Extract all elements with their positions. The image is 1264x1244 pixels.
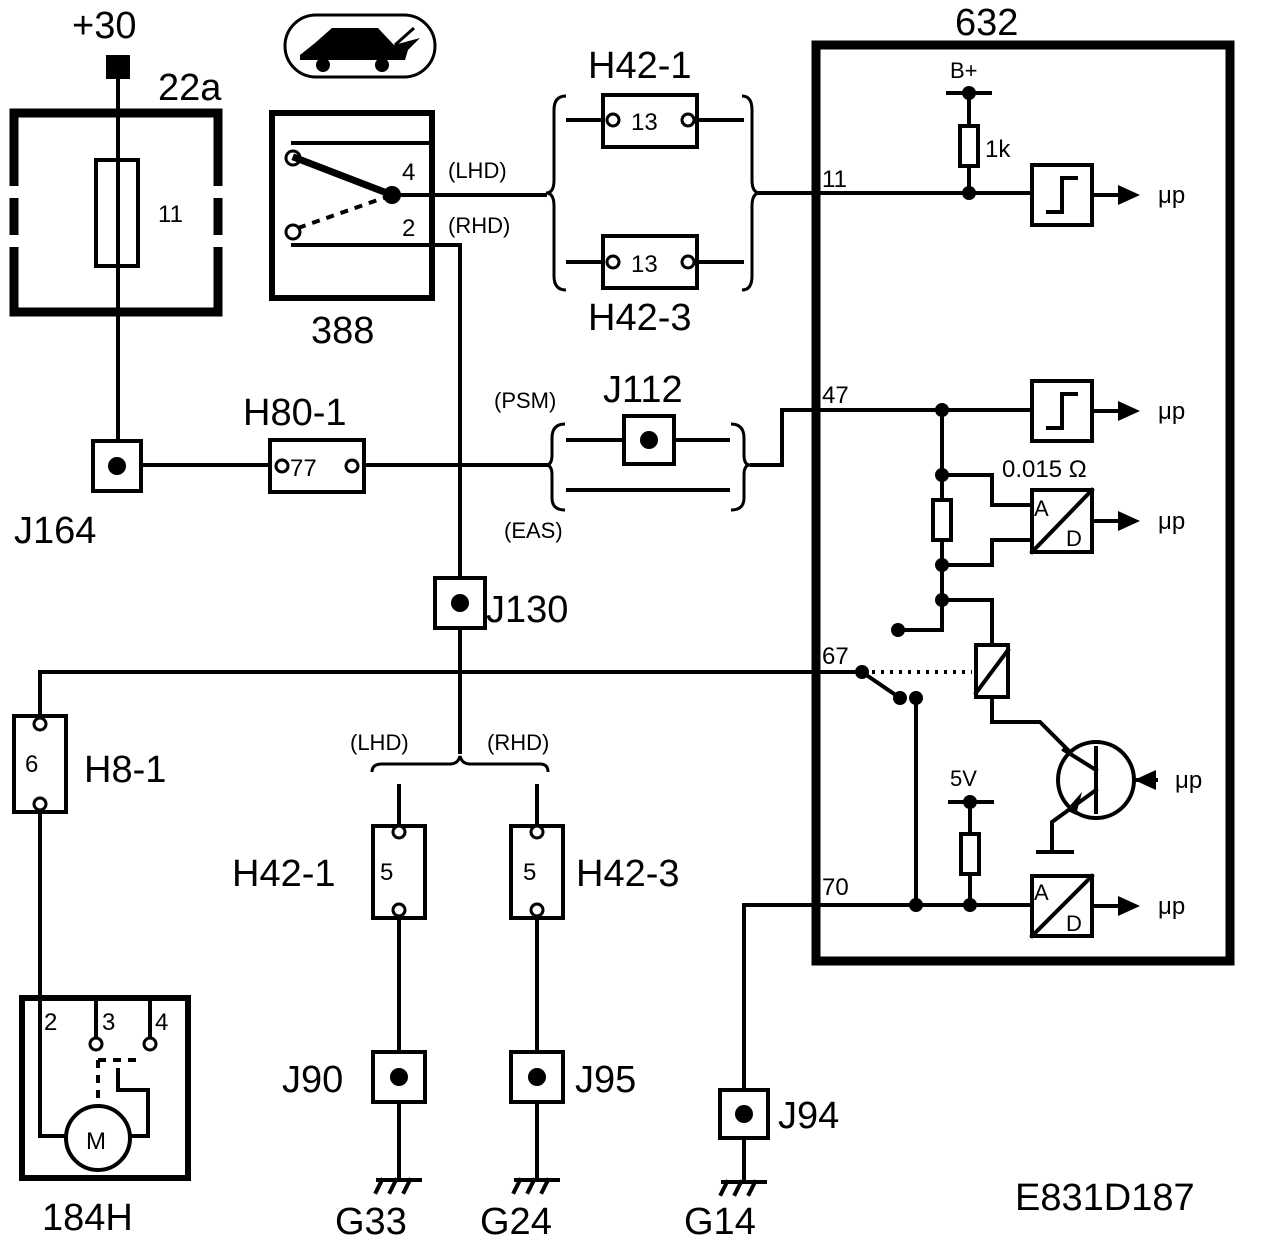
up-input-transistor: μp	[1175, 767, 1202, 794]
v5-label: 5V	[950, 766, 977, 791]
branch-lhd-label: (LHD)	[350, 730, 409, 755]
up-output-3: μp	[1158, 508, 1185, 535]
ecu-label: 632	[955, 2, 1018, 44]
j130-label: J130	[486, 589, 568, 631]
ad2-d: D	[1066, 911, 1082, 936]
switch-lhd-label: (LHD)	[448, 158, 507, 183]
bplus-label: B+	[950, 58, 978, 83]
psm-label: (PSM)	[494, 388, 556, 413]
ground-g33: G33	[335, 1177, 422, 1243]
connector-h42-1-top: 13 H42-1	[588, 45, 699, 149]
resistor-5v	[959, 832, 981, 876]
up-output-4: μp	[1158, 893, 1185, 920]
h42-1-top-label: H42-1	[588, 45, 692, 87]
ground-g14: G14	[684, 1179, 767, 1243]
fuse-11-label: 11	[158, 201, 183, 228]
supply-label: +30	[72, 5, 136, 47]
h8-1-pin: 6	[25, 751, 38, 778]
switch-pin-2: 2	[402, 215, 415, 242]
fuse-box-22a-label: 22a	[158, 67, 222, 109]
h80-1-label: H80-1	[243, 392, 347, 434]
connector-h42-1-bottom: 5 H42-1	[232, 824, 427, 920]
resistor-1k-label: 1k	[985, 136, 1011, 163]
motor-pin-2: 2	[44, 1009, 57, 1036]
connector-h42-3-bottom: 5 H42-3	[509, 824, 680, 920]
motor-184h: 2 3 4 M 184H	[19, 995, 191, 1239]
connector-j95: J95	[509, 1050, 636, 1104]
ground-g24: G24	[480, 1177, 560, 1243]
supply-terminal: +30	[72, 5, 136, 79]
h42-3-bottom-pin: 5	[523, 859, 536, 886]
branch-rhd-label: (RHD)	[487, 730, 549, 755]
j90-label: J90	[282, 1059, 343, 1101]
h42-1-bottom-pin: 5	[380, 859, 393, 886]
car-boot-icon	[283, 13, 437, 79]
connector-j164: J164	[14, 439, 143, 552]
motor-pin-4: 4	[155, 1009, 168, 1036]
branch-brace: (LHD) (RHD)	[350, 730, 550, 773]
h42-3-top-label: H42-3	[588, 297, 692, 339]
ad1-a: A	[1034, 496, 1049, 521]
j95-label: J95	[575, 1059, 636, 1101]
up-output-1: μp	[1158, 182, 1185, 209]
switch-pin-4: 4	[402, 159, 415, 186]
connector-j130: J130	[433, 576, 568, 631]
switch-388-label: 388	[311, 310, 374, 352]
g24-label: G24	[480, 1201, 552, 1243]
motor-pin-3: 3	[102, 1009, 115, 1036]
eas-label: (EAS)	[504, 518, 563, 543]
ad1-d: D	[1066, 526, 1082, 551]
h42-3-bottom-label: H42-3	[576, 853, 680, 895]
connector-h42-3-top: 13 H42-3	[588, 234, 699, 339]
connector-h80-1: 77 H80-1	[243, 392, 366, 494]
ecu-pin-70: 70	[822, 874, 849, 901]
g33-label: G33	[335, 1201, 407, 1243]
resistor-1k	[958, 124, 980, 168]
diagram-code: E831D187	[1015, 1177, 1195, 1219]
ad2-a: A	[1034, 880, 1049, 905]
connector-j90: J90	[282, 1050, 427, 1104]
h8-1-label: H8-1	[84, 749, 166, 791]
h80-1-pin: 77	[290, 455, 317, 482]
connector-h8-1: 6 H8-1	[12, 714, 166, 814]
motor-symbol: M	[86, 1128, 106, 1155]
h42-1-top-pin: 13	[631, 109, 658, 136]
j112-label: J112	[603, 369, 683, 411]
h42-3-top-pin: 13	[631, 251, 658, 278]
ecu-632: 632 11 47 67 70 B+ 1k μp μp	[811, 2, 1235, 966]
g14-label: G14	[684, 1201, 756, 1243]
motor-icon	[64, 1104, 132, 1172]
shunt-label: 0.015 Ω	[1002, 456, 1087, 483]
ecu-pin-47: 47	[822, 382, 849, 409]
j164-label: J164	[14, 510, 96, 552]
ecu-pin-11: 11	[822, 166, 847, 193]
motor-184h-label: 184H	[42, 1197, 133, 1239]
h42-1-bottom-label: H42-1	[232, 853, 336, 895]
ecu-pin-67: 67	[822, 643, 849, 670]
switch-388: 4 2 388	[269, 110, 435, 352]
j112-brace: J112 (PSM) (EAS)	[494, 369, 751, 543]
connector-j94: J94	[718, 1088, 839, 1140]
j94-label: J94	[778, 1095, 839, 1137]
up-output-2: μp	[1158, 398, 1185, 425]
switch-rhd-label: (RHD)	[448, 213, 510, 238]
shunt-resistor	[931, 498, 953, 542]
